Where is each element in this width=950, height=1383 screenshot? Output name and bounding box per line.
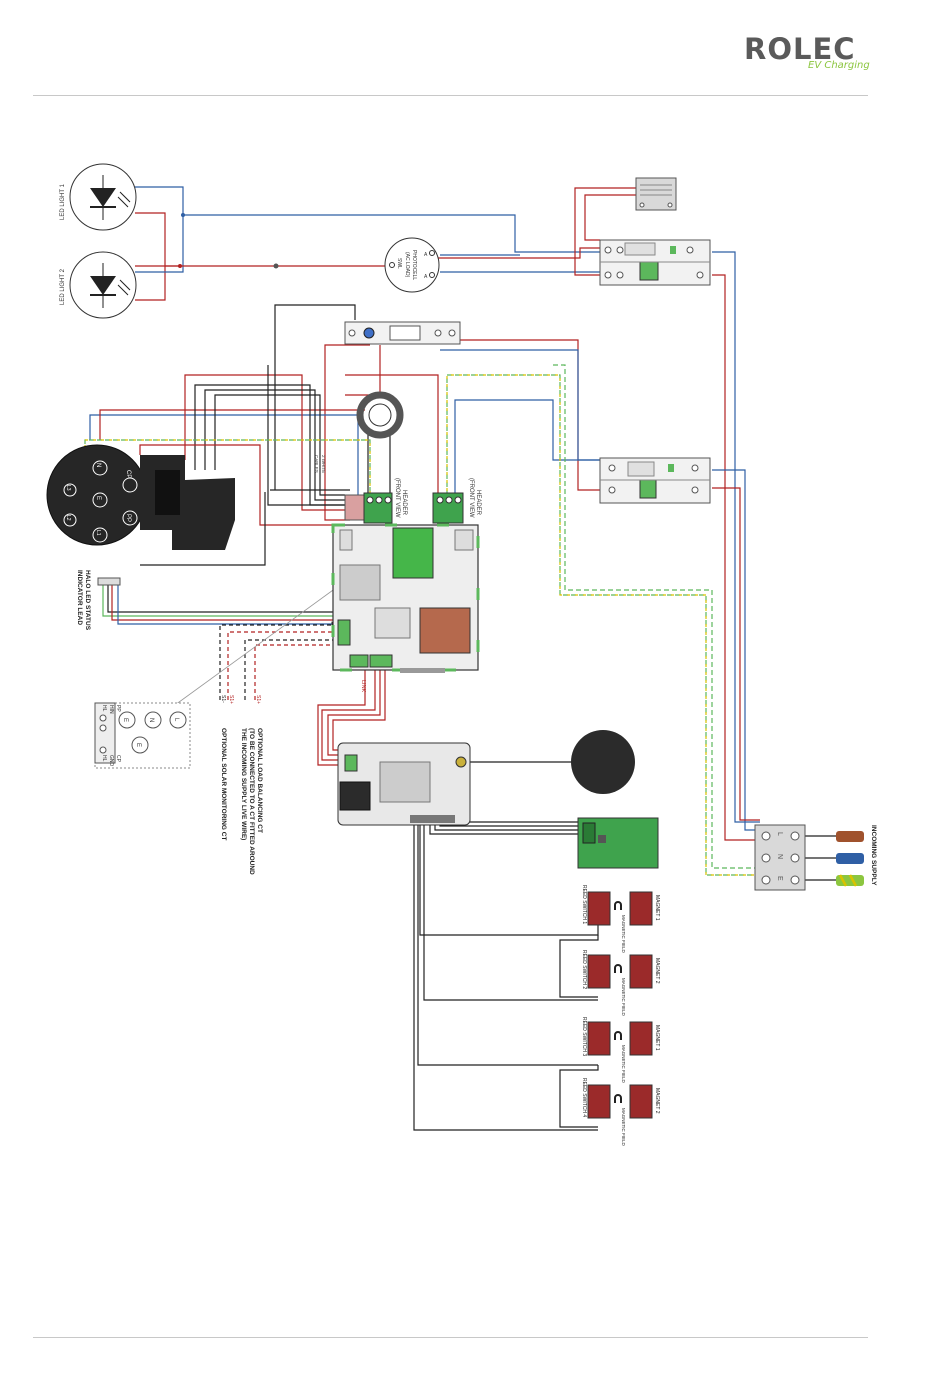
halo-label: HALO LED STATUS — [84, 570, 91, 631]
ct-wire-s1-plus: S1+ — [228, 695, 234, 704]
reed-switch-2-label: REED SWITCH 2 — [581, 950, 587, 989]
reed-switch-1 — [587, 891, 653, 926]
ct-coil — [356, 391, 404, 439]
terminal-circle-e2: E — [135, 743, 141, 747]
header-divider — [33, 95, 868, 96]
terminal-circle-e: E — [122, 718, 128, 722]
reed-switch-3-label: REED SWITCH 3 — [581, 1017, 587, 1056]
push-button-dial — [571, 730, 635, 794]
led-light-1 — [69, 163, 137, 231]
socket-pin-l2: L2 — [65, 515, 71, 521]
header-2-sublabel: (FRONT VIEW — [468, 478, 474, 518]
reed-switch-2 — [587, 954, 653, 989]
socket-pin-pp: PP — [125, 514, 131, 522]
ct-label-3: THE INCOMING SUPPLY LIVE WIRE) — [240, 728, 247, 840]
header-2 — [432, 492, 464, 524]
ct-wire-s1-minus: S1- — [220, 695, 226, 703]
photocell-label: PHOTOCELL — [411, 250, 417, 280]
led-light-1-label: LED LIGHT 1 — [60, 183, 66, 220]
terminal-circle-l: L — [173, 718, 179, 722]
terminal-top-hin: HIN — [108, 705, 114, 714]
supply-term-e: E — [776, 876, 783, 881]
energy-meter — [344, 321, 461, 345]
magnet-2-label: MAGNET 2 — [654, 958, 660, 984]
photocell-term-b: A — [424, 274, 428, 280]
brand-tagline: EV Charging — [808, 60, 870, 71]
field-2-label: MAGNETIC FIELD — [621, 978, 626, 1017]
led-light-2-label: LED LIGHT 2 — [60, 268, 66, 305]
led-light-2 — [69, 251, 137, 319]
header-2-label: HEADER — [475, 490, 481, 516]
socket-pin-l1: L1 — [95, 530, 101, 536]
header-1-label: HEADER — [401, 490, 407, 516]
reed-switch-4 — [587, 1084, 653, 1119]
incoming-supply-label: INCOMING SUPPLY — [870, 825, 877, 886]
secondary-board — [337, 742, 471, 826]
photocell-label-2: (AC LOAD) — [404, 252, 410, 278]
photocell — [384, 237, 440, 293]
main-control-board — [331, 523, 480, 673]
ct-label-1: OPTIONAL LOAD BALANCING CT — [256, 728, 263, 833]
photocell-label-3: SWL — [396, 258, 402, 269]
socket-pin-cp: CP — [125, 470, 131, 478]
field-1-label: MAGNETIC FIELD — [621, 915, 626, 954]
supply-term-l: L — [776, 832, 783, 836]
white-cables-label-2: CABLES — [314, 455, 319, 473]
white-cables-label: 2 WHITE — [321, 455, 326, 473]
footer-divider — [33, 1337, 868, 1338]
terminal-top-pp: PP — [115, 705, 121, 712]
socket-pin-n: N — [95, 463, 101, 467]
supply-terminal-block — [754, 824, 864, 891]
rcbo-top — [599, 239, 711, 286]
supply-term-n: N — [776, 854, 783, 859]
reed-switch-1-label: REED SWITCH 1 — [581, 885, 587, 924]
socket-pin-l3: L3 — [65, 485, 71, 491]
magnet-3-label: MAGNET 1 — [654, 1025, 660, 1051]
small-contactor — [635, 177, 677, 211]
terminal-bottom-hl: HL — [101, 755, 107, 762]
terminal-bottom-gnd: GND — [108, 755, 114, 767]
halo-sublabel: INDICATOR LEAD — [76, 570, 83, 625]
link-label: LINK — [360, 680, 366, 693]
halo-connector — [97, 577, 121, 586]
rcbo-lower — [599, 457, 711, 504]
ct-wire-s1-plus-2: S1+ — [255, 695, 261, 704]
terminal-circle-n: N — [148, 718, 154, 722]
header-1-sublabel: (FRONT VIEW — [394, 478, 400, 518]
field-3-label: MAGNETIC FIELD — [621, 1045, 626, 1084]
reed-switch-4-label: REED SWITCH 4 — [581, 1078, 587, 1117]
photocell-term-a: A — [424, 252, 428, 258]
socket-pin-e: E — [95, 496, 101, 500]
magnet-4-label: MAGNET 2 — [654, 1088, 660, 1114]
terminal-bottom-cp: CP — [115, 755, 121, 763]
terminal-top-hl: HL — [101, 705, 107, 712]
field-4-label: MAGNETIC FIELD — [621, 1108, 626, 1147]
wires — [84, 186, 836, 1131]
type2-socket — [46, 444, 235, 550]
terminal-block — [94, 702, 191, 769]
reed-switch-3 — [587, 1021, 653, 1056]
magnet-1-label: MAGNET 1 — [654, 895, 660, 921]
brand-logo: ROLEC — [744, 32, 856, 66]
ct-label-2: (TO BE CONNECTED TO A CT FITTED AROUND — [248, 728, 255, 875]
ct-label-4: OPTIONAL SOLAR MONITORING CT — [220, 728, 227, 840]
rfid-reader — [577, 817, 659, 869]
header-1 — [344, 492, 393, 524]
